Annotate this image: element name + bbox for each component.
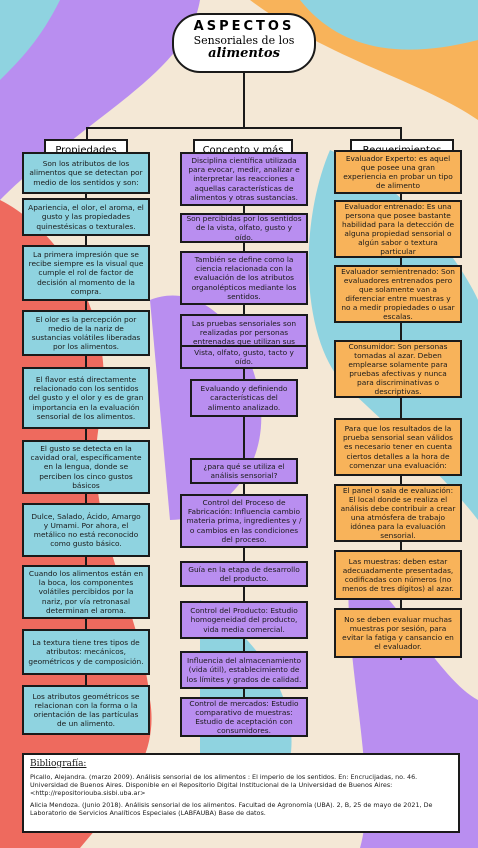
concepto-item: Son percibidas por los sentidos de la vi… [180,213,308,243]
propiedades-item: Cuando los alimentos están en la boca, l… [22,565,150,619]
connector-line [400,160,402,660]
propiedades-item: Apariencia, el olor, el aroma, el gusto … [22,198,150,236]
requerimientos-item: Evaluador entrenado: Es una persona que … [334,200,462,258]
propiedades-item: El olor es la percepción por medio de la… [22,310,150,356]
bibliography-title: Bibliografía: [30,759,87,769]
connector-line [243,73,245,129]
concepto-item: Evaluando y definiendo características d… [190,379,298,417]
connector-line [86,127,402,129]
title-line-1: ASPECTOS [193,19,295,34]
requerimientos-item: No se deben evaluar muchas muestras por … [334,608,462,658]
propiedades-item: Los atributos geométricos se relacionan … [22,685,150,735]
concepto-item: Guía en la etapa de desarrollo del produ… [180,561,308,587]
concepto-item: Vista, olfato, gusto, tacto y oído. [180,345,308,369]
concepto-item: Control del Producto: Estudio homogeneid… [180,601,308,639]
requerimientos-item: Evaluador semientrenado: Son evaluadores… [334,265,462,323]
bibliography-entry: Picallo, Alejandra. (marzo 2009). Anális… [30,773,418,798]
concepto-item: ¿para qué se utiliza el análisis sensori… [190,458,298,484]
propiedades-item: El flavor está directamente relacionado … [22,367,150,429]
requerimientos-item: Las muestras: deben estar adecuadamente … [334,550,462,600]
propiedades-item: La textura tiene tres tipos de atributos… [22,629,150,675]
connector-line [85,160,87,710]
propiedades-item: Dulce, Salado, Ácido, Amargo y Umami. Po… [22,503,150,557]
connector-line [243,160,245,720]
requerimientos-item: Evaluador Experto: es aquel que posee un… [334,150,462,194]
concepto-item: Control del Proceso de Fabricación: Infl… [180,494,308,548]
title-line-3: alimentos [208,46,280,61]
propiedades-item: El gusto se detecta en la cavidad oral, … [22,440,150,494]
propiedades-item: La primera impresión que se recibe siemp… [22,245,150,301]
bibliography-entry: Alicia Mendoza. (Junio 2018). Análisis s… [30,801,433,818]
concepto-item: Disciplina científica utilizada para evo… [180,152,308,206]
title-line-2: Sensoriales de los [193,34,295,47]
concepto-item: También se define como la ciencia relaci… [180,251,308,305]
propiedades-item: Son los atributos de los alimentos que s… [22,152,150,194]
connector-line [400,127,402,139]
connector-line [86,127,88,139]
requerimientos-item: Para que los resultados de la prueba sen… [334,418,462,476]
requerimientos-item: El panel o sala de evaluación: El local … [334,484,462,542]
main-title: ASPECTOS Sensoriales de los alimentos [172,13,316,73]
concepto-item: Control de mercados: Estudio comparativo… [180,697,308,737]
requerimientos-item: Consumidor: Son personas tomadas al azar… [334,340,462,398]
concepto-item: Influencia del almacenamiento (vida útil… [180,651,308,689]
bibliography: Bibliografía: Picallo, Alejandra. (marzo… [22,753,460,833]
